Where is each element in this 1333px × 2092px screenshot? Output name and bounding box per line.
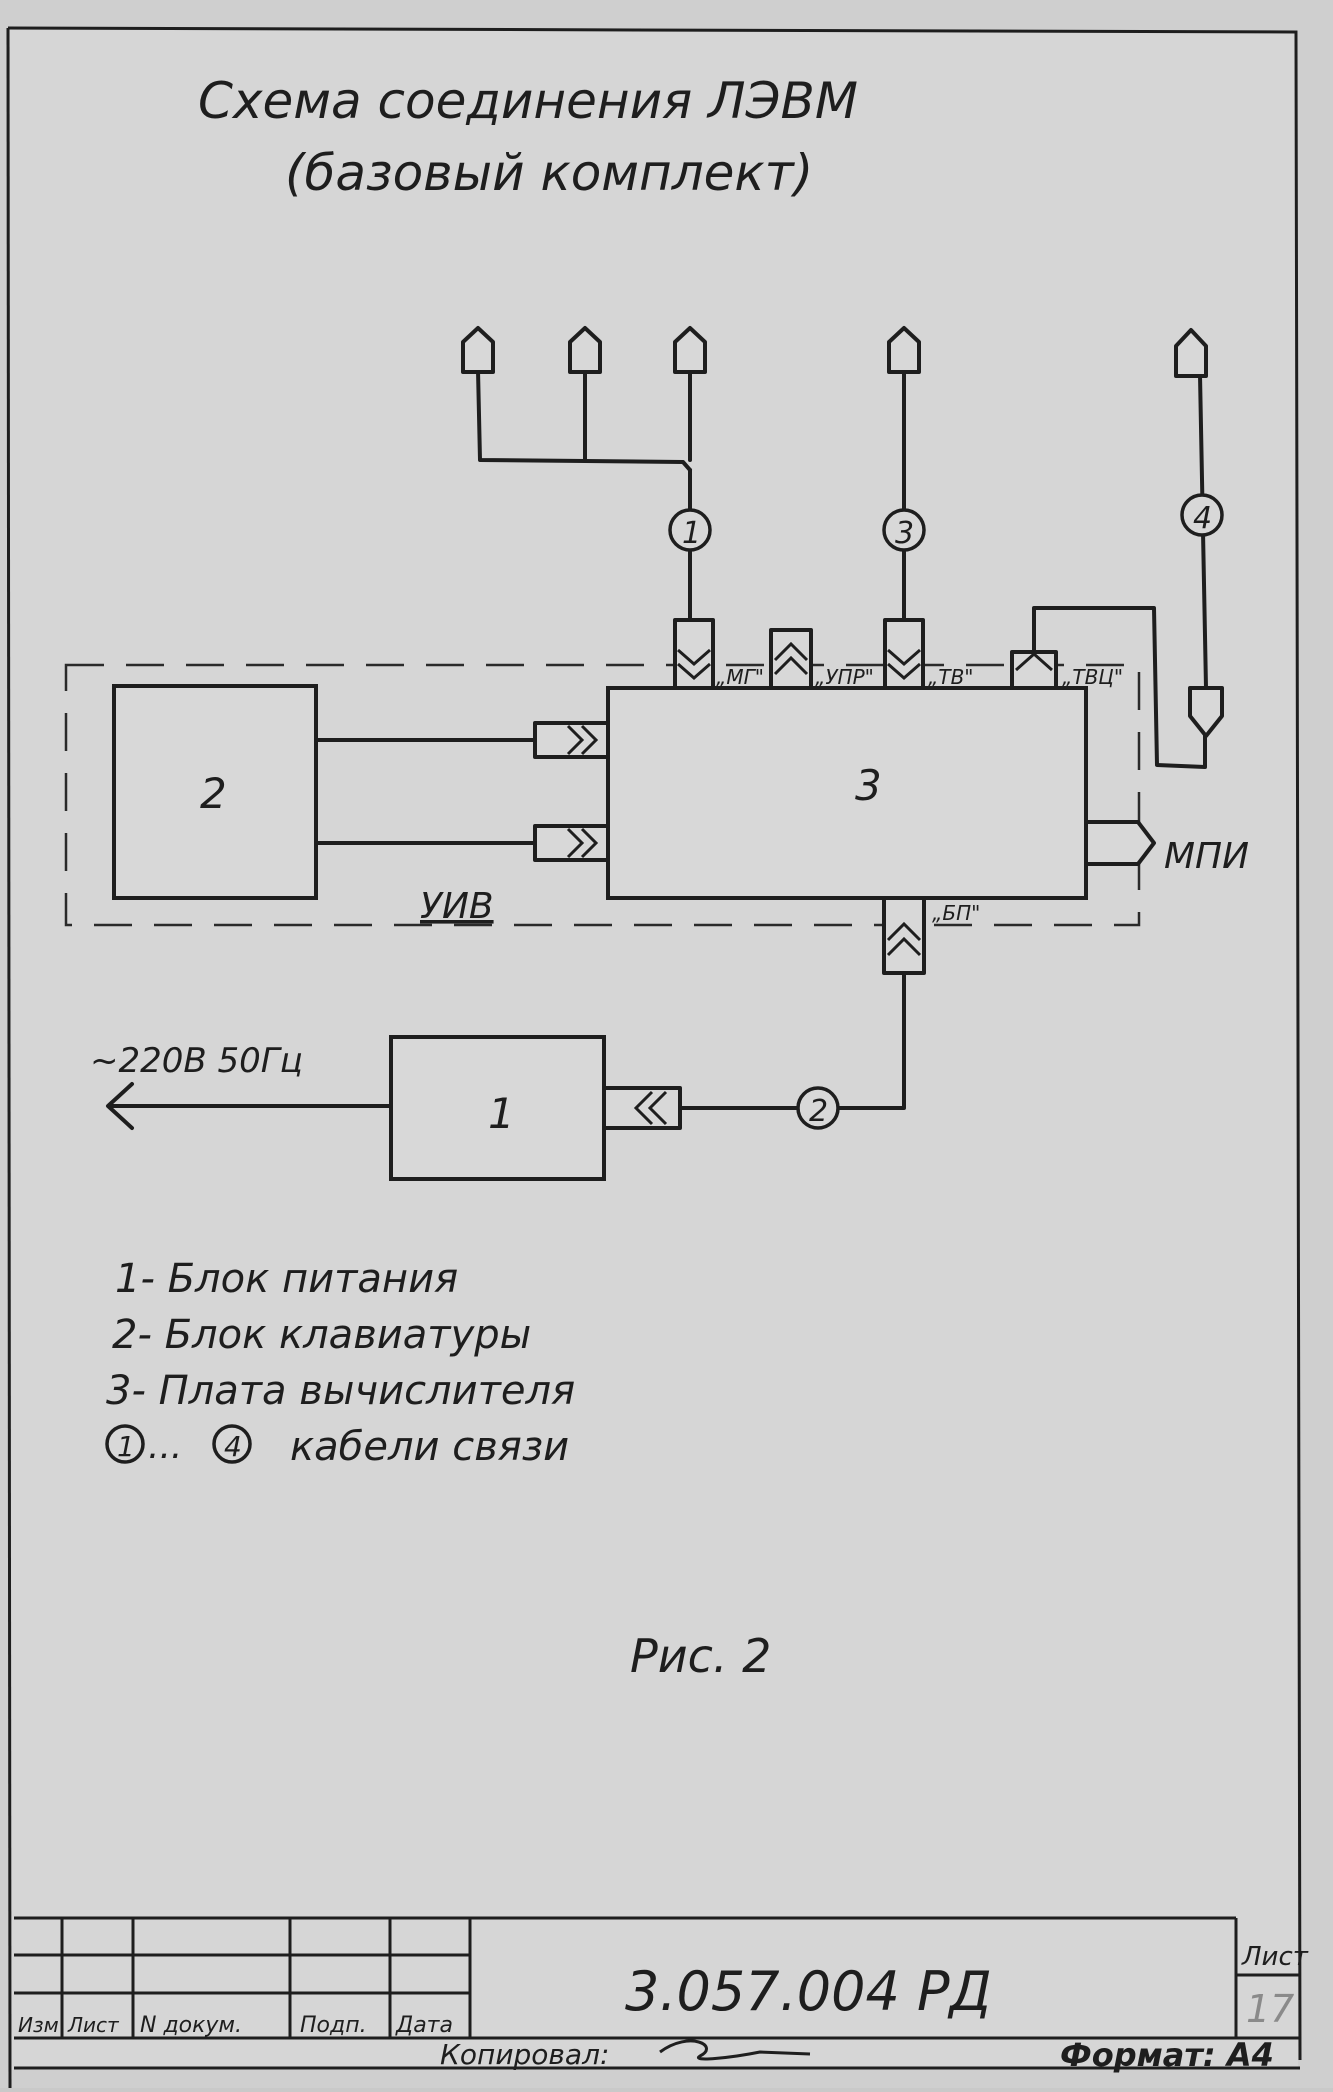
tvc-connector-label: „ТВЦ"	[1062, 665, 1123, 689]
frame-top-right	[7, 26, 1302, 2061]
cable-4-number: 4	[1193, 501, 1212, 536]
legend-circle-from	[105, 1424, 145, 1464]
tv-connector-label: „ТВ"	[928, 665, 974, 689]
cable-4-loop	[1032, 606, 1207, 769]
copied-by-label: Копировал:	[440, 2038, 609, 2071]
copier-signature	[659, 2039, 811, 2061]
frame-left	[6, 27, 12, 2089]
legend-circle-from-number: 1	[117, 1430, 135, 1463]
mpi-connector-label: МПИ	[1164, 836, 1249, 877]
diagram-title-line2: (базовый комплект)	[285, 144, 813, 202]
mains-arrow-icon	[106, 1082, 134, 1130]
legend-ellipsis: ...	[148, 1426, 182, 1467]
col-ndoc-label: N докум.	[140, 2013, 242, 2038]
cable-3-plug	[887, 326, 921, 374]
col-data-label: Дата	[395, 2013, 453, 2038]
mains-label: ~220В 50Гц	[90, 1041, 303, 1081]
keyboard-block	[112, 684, 318, 900]
col-izm-label: Изм	[18, 2013, 59, 2037]
uiv-label: УИВ	[420, 886, 494, 927]
cable-1-branch-a	[476, 368, 692, 472]
mg-connector-label: „МГ"	[716, 665, 764, 689]
sheet-label: Лист	[1241, 1942, 1309, 1972]
paper-inner	[10, 30, 1298, 2070]
cable-4-lower-plug	[1188, 686, 1224, 738]
cable-3-number: 3	[895, 516, 914, 551]
cable-1-plug-b	[568, 326, 602, 374]
legend-circle-to-number: 4	[224, 1430, 242, 1463]
legend-item-3: 3- Плата вычислителя	[106, 1368, 575, 1414]
board-block-number: 3	[855, 761, 882, 810]
keyboard-block-number: 2	[200, 769, 227, 818]
tvc-connector	[1010, 650, 1058, 690]
legend-item-2: 2- Блок клавиатуры	[112, 1312, 531, 1358]
cable-1-marker	[668, 508, 712, 552]
cable-2-marker	[796, 1086, 840, 1130]
upr-connector	[769, 628, 813, 690]
figure-label: Рис. 2	[630, 1629, 771, 1683]
legend-circle-to	[212, 1424, 252, 1464]
bp-connector	[882, 896, 926, 975]
cable-3-marker	[882, 508, 926, 552]
cable-2-number: 2	[809, 1094, 828, 1129]
title-block	[14, 1916, 1300, 2070]
mg-connector	[673, 618, 715, 690]
uiv-enclosure	[64, 663, 1141, 927]
col-podp-label: Подп.	[300, 2013, 367, 2038]
upr-connector-label: „УПР"	[815, 665, 874, 689]
cable-4-marker	[1180, 493, 1224, 537]
document-number: 3.057.004 РД	[625, 1960, 992, 2023]
cable-1-plug-a	[461, 326, 495, 374]
sheet-number: 17	[1246, 1987, 1294, 2031]
tv-connector	[883, 618, 925, 690]
legend-item-4: кабели связи	[290, 1424, 569, 1470]
cable-1-number: 1	[682, 516, 701, 551]
bp-connector-label: „БП"	[932, 901, 980, 925]
cable-1-plug-c	[673, 326, 707, 374]
cable-4-plug	[1174, 328, 1208, 378]
keyboard-connector-upper	[533, 721, 610, 759]
power-connector	[602, 1086, 682, 1130]
computer-board-block	[606, 686, 1088, 900]
legend-item-1: 1- Блок питания	[115, 1256, 458, 1302]
power-supply-block	[389, 1035, 606, 1181]
power-block-number: 1	[488, 1089, 515, 1138]
col-list-label: Лист	[67, 2013, 120, 2037]
keyboard-connector-lower	[533, 824, 610, 862]
mpi-connector	[1084, 820, 1156, 866]
cable-2-line	[678, 971, 906, 1110]
diagram-title-line1: Схема соединения ЛЭВМ	[198, 72, 858, 130]
format-label: Формат: А4	[1060, 2036, 1274, 2074]
